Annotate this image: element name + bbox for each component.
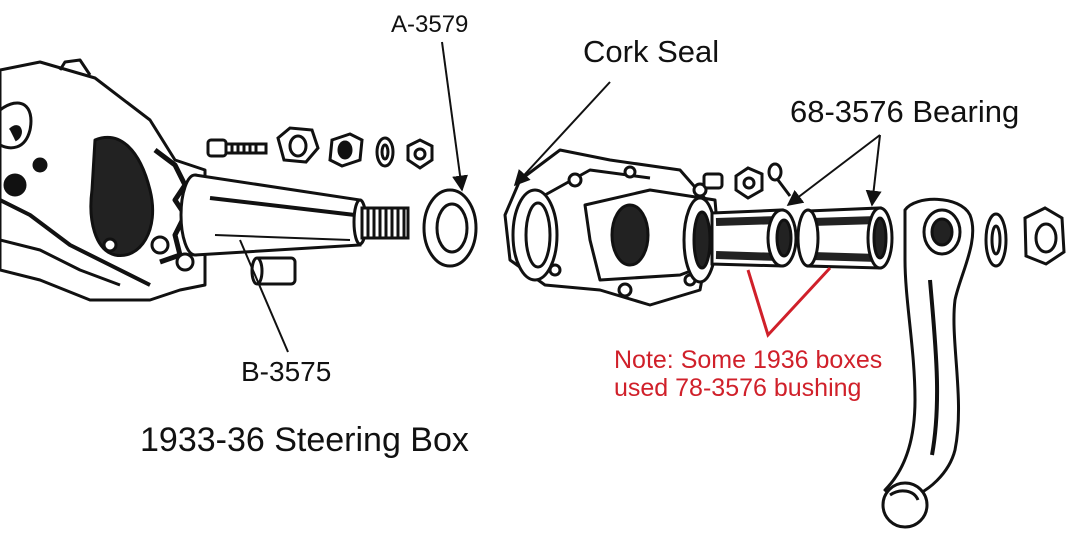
flange — [682, 196, 718, 284]
stud — [702, 172, 724, 190]
washer-a3579 — [422, 188, 478, 268]
adjuster-screw — [206, 138, 268, 158]
bearing-outer — [796, 206, 894, 270]
adjuster-plug — [250, 256, 297, 286]
bearing-inner — [710, 208, 798, 268]
sector-shaft-b3575 — [179, 173, 410, 257]
small-nut — [406, 138, 434, 170]
leader-bearing-right — [865, 134, 882, 207]
pitman-arm — [881, 197, 975, 529]
note-pointer — [746, 266, 832, 338]
note-line-1: Note: Some 1936 boxes — [614, 346, 883, 374]
label-a3579: A-3579 — [391, 11, 469, 38]
cotter-pin — [767, 162, 792, 197]
label-bearing: 68-3576 Bearing — [790, 94, 1020, 129]
steering-gear-housing — [0, 58, 207, 302]
leader-b3575 — [239, 239, 289, 353]
leader-cork-seal — [513, 81, 611, 187]
diagram-title: 1933-36 Steering Box — [140, 421, 469, 459]
leader-lines — [239, 41, 882, 353]
pitman-nut — [1023, 206, 1066, 266]
threaded-end — [360, 206, 410, 240]
castle-nut — [328, 132, 364, 168]
leader-a3579 — [441, 41, 468, 192]
hex-nut — [276, 126, 320, 164]
lock-washer — [375, 136, 395, 168]
label-b3575: B-3575 — [241, 356, 332, 387]
leader-bearing-left — [786, 134, 881, 206]
small-hex-nut — [734, 166, 764, 200]
note-text: Note: Some 1936 boxes used 78-3576 bushi… — [614, 346, 882, 402]
pitman-washer — [984, 212, 1008, 268]
label-cork-seal: Cork Seal — [583, 34, 720, 69]
note-line-2: used 78-3576 bushing — [614, 374, 862, 402]
